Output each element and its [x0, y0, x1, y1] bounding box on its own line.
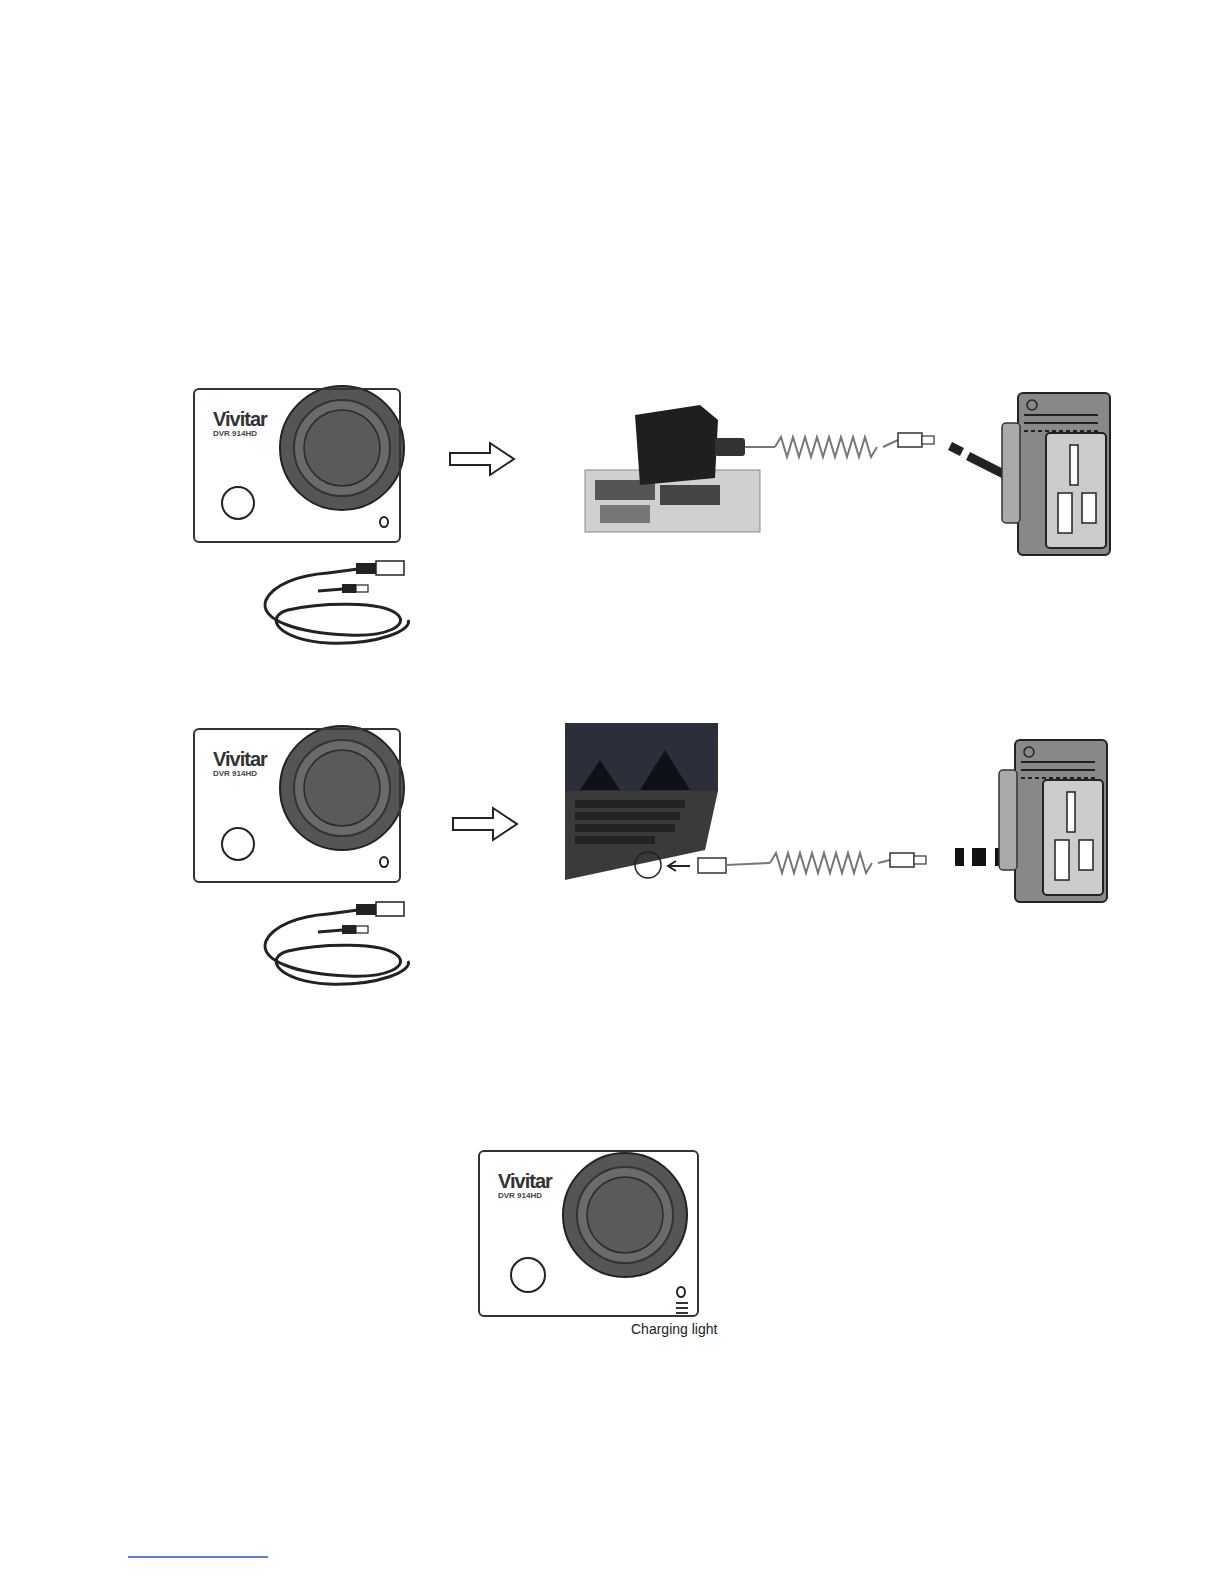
model-name: DVR 914HD — [213, 429, 257, 438]
callout-label: Charging light — [630, 1321, 718, 1337]
model-name: DVR 914HD — [498, 1191, 542, 1200]
brand-name: Vivitar — [213, 748, 267, 771]
brand-name: Vivitar — [213, 408, 267, 431]
model-name: DVR 914HD — [213, 769, 257, 778]
camera-body: VivitarDVR 914HD — [193, 388, 401, 543]
camera-body: VivitarDVR 914HD — [478, 1150, 699, 1317]
brand-name: Vivitar — [498, 1170, 552, 1193]
camera-body: VivitarDVR 914HD — [193, 728, 401, 883]
